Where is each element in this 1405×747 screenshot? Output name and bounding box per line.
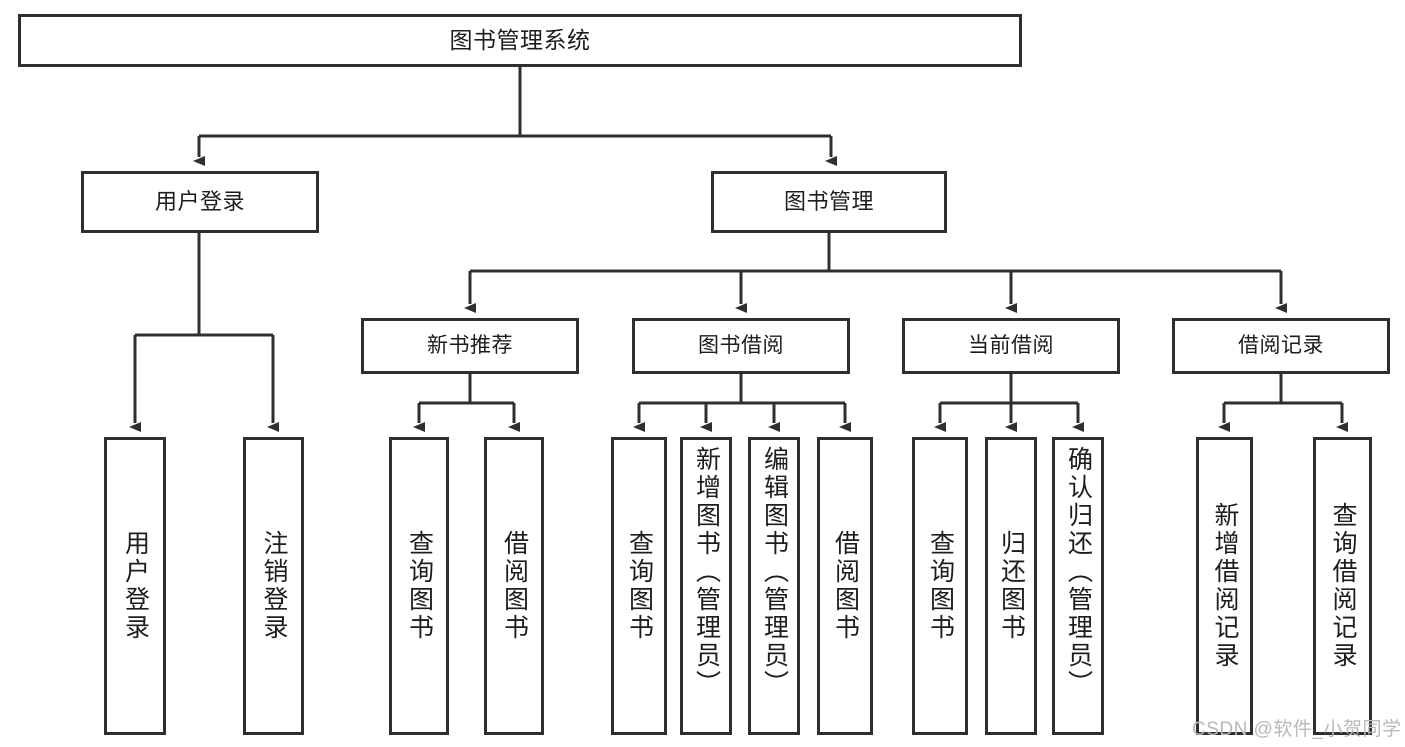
- leaf-recommend-query-book[interactable]: 查询图书: [389, 437, 449, 735]
- node-label: 借阅图书: [831, 530, 860, 642]
- node-label: 借阅图书: [500, 530, 529, 642]
- leaf-recommend-borrow-book[interactable]: 借阅图书: [484, 437, 544, 735]
- leaf-user-logout[interactable]: 注销登录: [243, 437, 304, 735]
- node-label: 借阅记录: [1238, 333, 1324, 357]
- node-label: 图书借阅: [698, 333, 784, 357]
- leaf-current-confirm-return-admin[interactable]: 确认归还（管理员）: [1052, 437, 1104, 735]
- node-loan-record[interactable]: 借阅记录: [1172, 318, 1390, 374]
- leaf-current-query-book[interactable]: 查询图书: [912, 437, 968, 735]
- node-label: 用户登录: [121, 530, 150, 642]
- leaf-current-return-book[interactable]: 归还图书: [985, 437, 1037, 735]
- node-label: 归还图书: [997, 530, 1026, 642]
- node-user-login[interactable]: 用户登录: [81, 171, 319, 233]
- node-root-system[interactable]: 图书管理系统: [18, 14, 1022, 67]
- node-label: 用户登录: [154, 189, 245, 215]
- leaf-borrow-query-book[interactable]: 查询图书: [611, 437, 667, 735]
- node-label: 新增借阅记录: [1211, 502, 1239, 670]
- leaf-record-query-loan-record[interactable]: 查询借阅记录: [1313, 437, 1372, 735]
- node-book-management[interactable]: 图书管理: [711, 171, 947, 233]
- node-label: 新书推荐: [427, 333, 513, 357]
- leaf-record-add-loan-record[interactable]: 新增借阅记录: [1196, 437, 1253, 735]
- node-new-book-recommend[interactable]: 新书推荐: [361, 318, 579, 374]
- leaf-borrow-add-book-admin[interactable]: 新增图书（管理员）: [680, 437, 732, 735]
- node-label: 查询图书: [625, 530, 654, 642]
- node-current-loan[interactable]: 当前借阅: [902, 318, 1120, 374]
- leaf-borrow-edit-book-admin[interactable]: 编辑图书（管理员）: [748, 437, 800, 735]
- node-book-borrow[interactable]: 图书借阅: [632, 318, 850, 374]
- node-label: 编辑图书（管理员）: [760, 446, 789, 698]
- node-label: 图书管理系统: [449, 26, 591, 53]
- node-label: 图书管理: [783, 189, 874, 215]
- leaf-borrow-borrow-book[interactable]: 借阅图书: [817, 437, 873, 735]
- node-label: 当前借阅: [968, 333, 1054, 357]
- node-label: 查询图书: [405, 530, 434, 642]
- node-label: 确认归还（管理员）: [1064, 446, 1093, 698]
- leaf-user-login[interactable]: 用户登录: [104, 437, 166, 735]
- node-label: 注销登录: [260, 530, 288, 642]
- node-label: 新增图书（管理员）: [692, 446, 721, 698]
- node-label: 查询借阅记录: [1329, 502, 1357, 670]
- node-label: 查询图书: [926, 530, 955, 642]
- csdn-watermark: CSDN @软件_小贺同学: [1192, 719, 1402, 740]
